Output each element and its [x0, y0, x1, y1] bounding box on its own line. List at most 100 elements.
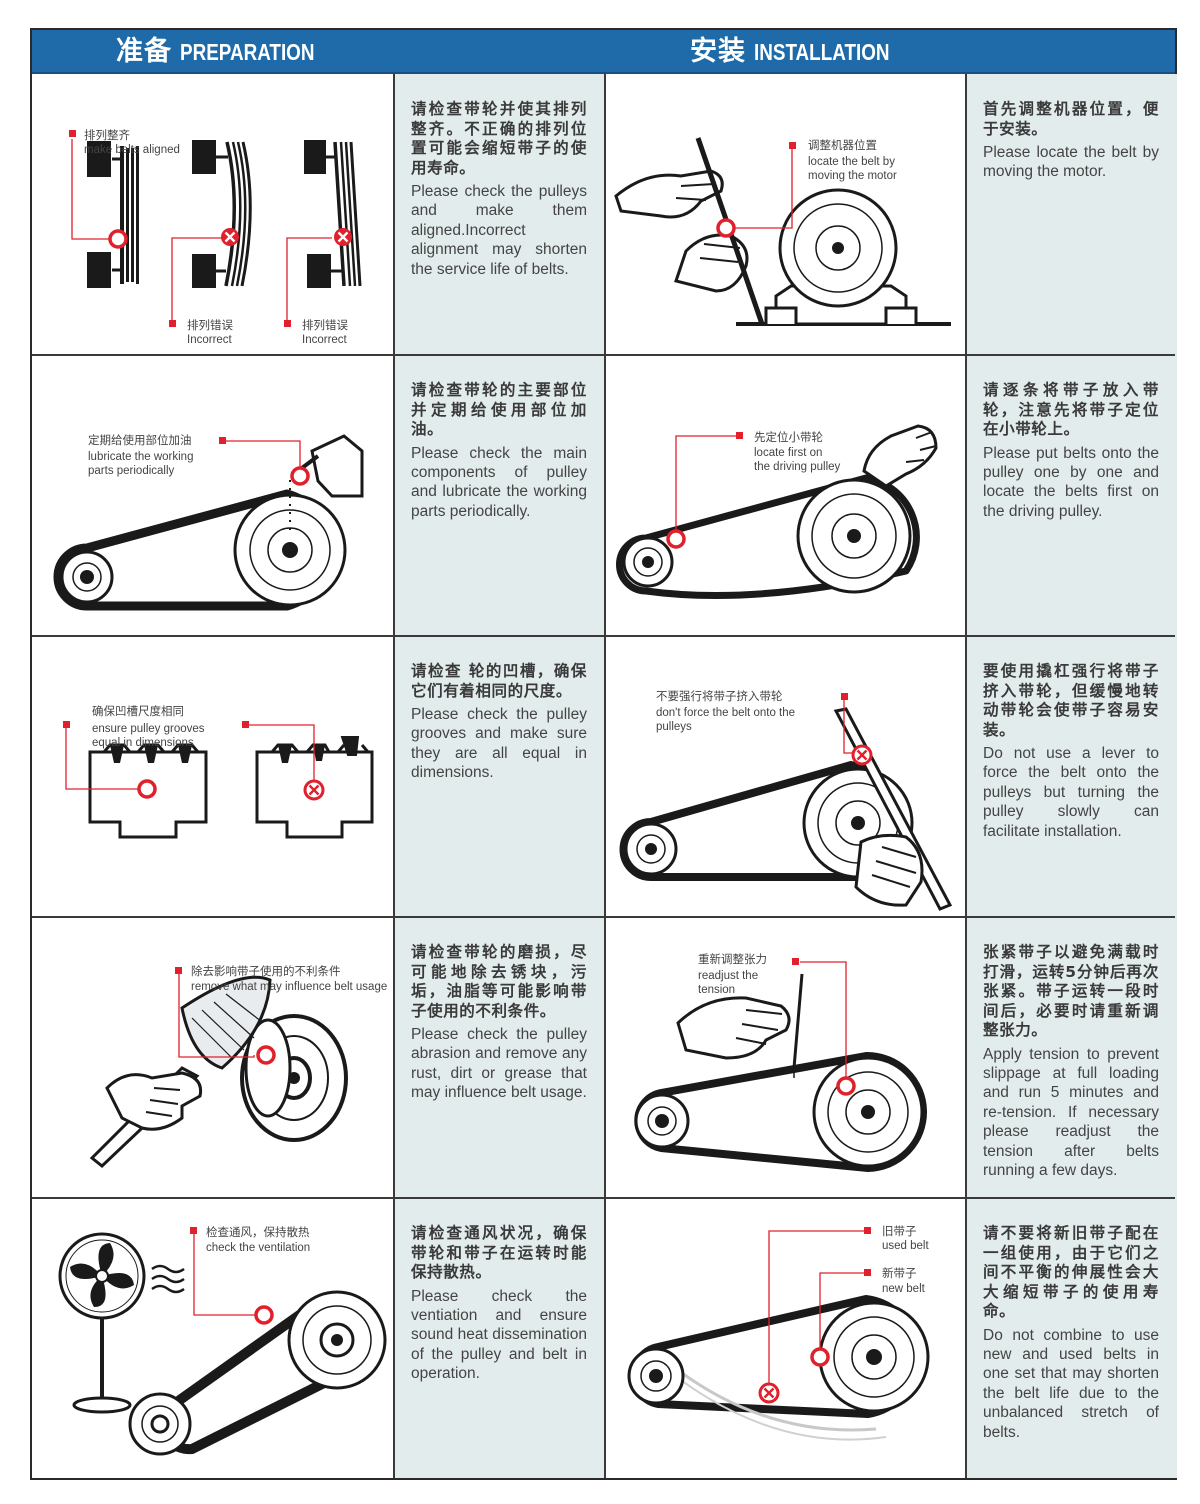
callout-label-en: readjust the: [698, 970, 758, 982]
incorrect-marker-icon: [758, 1382, 780, 1404]
aligned-pulleys-diagram: [87, 141, 139, 288]
callout-label-cn: 检查通风，保持散热: [206, 1225, 310, 1239]
belt-drive-diagram: [128, 1290, 387, 1456]
prep-step-3-cn: 请检查 轮的凹槽，确保它们有着相同的尺度。: [411, 662, 587, 700]
prep-step-3-en: Please check the pulley grooves and make…: [411, 706, 587, 782]
hand-icon: [854, 833, 924, 907]
callout-label-cn: 排列整齐: [84, 128, 130, 142]
no-lever-illustration: 不要强行将带子挤入带轮 don't force the belt onto th…: [606, 637, 965, 916]
groove-illustration: 确保凹槽尺度相同 ensure pulley grooves equal in …: [32, 637, 392, 916]
prep-step-3-text: 请检查 轮的凹槽，确保它们有着相同的尺度。 Please check the p…: [411, 662, 587, 783]
prep-step-2-en: Please check the main components of pull…: [411, 444, 587, 520]
belt-drive-diagram: [634, 1051, 927, 1172]
prep-step-1-en: Please check the pulleys and make them a…: [411, 183, 587, 278]
callout-label-en: Incorrect: [302, 334, 348, 346]
installation-title-en: INSTALLATION: [754, 38, 890, 65]
inst-step-5-en: Do not combine to use new and used belts…: [983, 1326, 1159, 1441]
callout-label-en: locate first on: [754, 447, 822, 459]
inst-step-4-en: Apply tension to prevent slippage at ful…: [983, 1045, 1159, 1179]
hand-icon: [862, 424, 938, 488]
callout-label-en: used belt: [882, 1240, 929, 1252]
callout-label-en: moving the motor: [808, 170, 897, 182]
inst-step-1-en: Please locate the belt by moving the mot…: [983, 144, 1159, 181]
hand-icon: [614, 169, 749, 293]
prep-text-column-bg: [394, 74, 604, 1478]
inst-step-1-cn: 首先调整机器位置，便于安装。: [983, 100, 1159, 138]
callout-label-cn: 旧带子: [882, 1224, 917, 1238]
incorrect-marker-icon: [221, 228, 239, 246]
callout-label-en: ensure pulley grooves: [92, 723, 205, 735]
callout-label-en: new belt: [882, 1283, 926, 1295]
callout-label-cn: 调整机器位置: [808, 138, 877, 152]
ventilation-illustration: 检查通风，保持散热 check the ventilation: [32, 1199, 392, 1478]
grid-line: [32, 1197, 1175, 1199]
airflow-icon: [151, 1264, 185, 1294]
inst-step-5-text: 请不要将新旧带子配在一组使用，由于它们之间不平衡的伸展性会大大缩短带子的使用寿命…: [983, 1224, 1159, 1442]
inst-step-2-en: Please put belts onto the pulley one by …: [983, 444, 1159, 520]
correct-marker-icon: [666, 529, 686, 549]
header-bar: 准备 PREPARATION 安装 INSTALLATION: [32, 30, 1175, 74]
inst-step-4-text: 张紧带子以避免满载时打滑，运转5分钟后再次张紧。带子运转一段时间后，必要时请重新…: [983, 943, 1159, 1180]
incorrect-marker-icon: [303, 779, 325, 801]
correct-marker-icon: [254, 1305, 274, 1325]
callout-label-en: lubricate the working: [88, 451, 193, 463]
inst-step-3-text: 要使用撬杠强行将带子挤入带轮，但缓慢地转动带轮会使带子容易安装。 Do not …: [983, 662, 1159, 841]
correct-marker-icon: [836, 1076, 856, 1096]
alignment-illustration: 排列整齐 make belts aligned 排列错误 Incorrect 排…: [32, 76, 392, 354]
callout-label-en: tension: [698, 984, 735, 996]
correct-marker-icon: [716, 218, 736, 238]
belt-drive-diagram: [616, 474, 920, 599]
hand-icon: [105, 1071, 203, 1131]
locate-belt-illustration: 调整机器位置 locate the belt by moving the mot…: [606, 76, 965, 354]
belt-mixing-illustration: 旧带子 used belt 新带子 new belt: [606, 1199, 965, 1478]
callout-label-en: make belts aligned: [84, 144, 180, 156]
inst-step-2-cn: 请逐条将带子放入带轮，注意先将带子定位在小带轮上。: [983, 381, 1159, 438]
prep-step-5-en: Please check the ventiation and ensure s…: [411, 1287, 587, 1383]
inst-step-3-cn: 要使用撬杠强行将带子挤入带轮，但缓慢地转动带轮会使带子容易安装。: [983, 662, 1159, 739]
installation-title: 安装 INSTALLATION: [690, 30, 919, 72]
grid-line: [393, 74, 395, 1478]
callout-label-en: Incorrect: [187, 334, 233, 346]
prep-step-1-cn: 请检查带轮并使其排列整齐。不正确的排列位置可能会缩短带子的使用寿命。: [411, 100, 587, 177]
callout-label-cn: 先定位小带轮: [754, 430, 823, 444]
grid-line: [604, 74, 606, 1478]
prep-step-5-text: 请检查通风状况，确保带轮和带子在运转时能保持散热。 Please check t…: [411, 1224, 587, 1384]
prep-step-2-cn: 请检查带轮的主要部位并定期给使用部位加油。: [411, 381, 587, 438]
installation-title-cn: 安装: [690, 35, 746, 67]
callout-label-en: don't force the belt onto the: [656, 707, 795, 719]
correct-marker-icon: [810, 1347, 830, 1367]
grid-line: [32, 635, 1175, 637]
correct-marker-icon: [290, 466, 310, 486]
prep-step-5-cn: 请检查通风状况，确保带轮和带子在运转时能保持散热。: [411, 1224, 587, 1281]
misaligned-pulleys-diagram: [192, 140, 252, 288]
preparation-title-en: PREPARATION: [180, 38, 315, 65]
instruction-sheet: 准备 PREPARATION 安装 INSTALLATION 请检查带轮并使其排列整…: [30, 28, 1177, 1480]
callout-label-cn: 排列错误: [302, 318, 348, 332]
misaligned-pulleys-diagram: [304, 140, 362, 288]
callout-label-en: the driving pulley: [754, 461, 841, 473]
hand-icon: [676, 996, 791, 1060]
callout-label-en: locate the belt by: [808, 156, 895, 168]
fan-icon: [58, 1232, 146, 1414]
prep-step-1-text: 请检查带轮并使其排列整齐。不正确的排列位置可能会缩短带子的使用寿命。 Pleas…: [411, 100, 587, 279]
callout-label-cn: 新带子: [882, 1266, 917, 1280]
motor-diagram: [736, 188, 951, 326]
correct-marker-icon: [256, 1045, 276, 1065]
preparation-title-cn: 准备: [116, 35, 172, 67]
callout-label-en: pulleys: [656, 721, 692, 733]
callout-label-cn: 不要强行将带子挤入带轮: [656, 689, 783, 703]
pulley-wheel: [240, 1014, 348, 1142]
cleaning-illustration: 除去影响带子使用的不利条件 remove what may influence …: [32, 918, 392, 1197]
lubrication-illustration: 定期给使用部位加油 lubricate the working parts pe…: [32, 356, 392, 635]
prep-step-4-en: Please check the pulley abrasion and rem…: [411, 1026, 587, 1102]
prep-step-4-text: 请检查带轮的磨损，尽可能地除去锈块，污垢，油脂等可能影响带子使用的不利条件。 P…: [411, 943, 587, 1103]
incorrect-marker-icon: [851, 744, 873, 766]
prep-step-2-text: 请检查带轮的主要部位并定期给使用部位加油。 Please check the m…: [411, 381, 587, 521]
grid-line: [965, 74, 967, 1478]
callout-label-en: equal in dimensions: [92, 737, 194, 749]
grid-line: [32, 916, 1175, 918]
callout-label-cn: 重新调整张力: [698, 952, 767, 966]
tension-illustration: 重新调整张力 readjust the tension: [606, 918, 965, 1197]
inst-step-4-cn: 张紧带子以避免满载时打滑，运转5分钟后再次张紧。带子运转一段时间后，必要时请重新…: [983, 943, 1159, 1039]
tension-gauge: [792, 973, 804, 1069]
